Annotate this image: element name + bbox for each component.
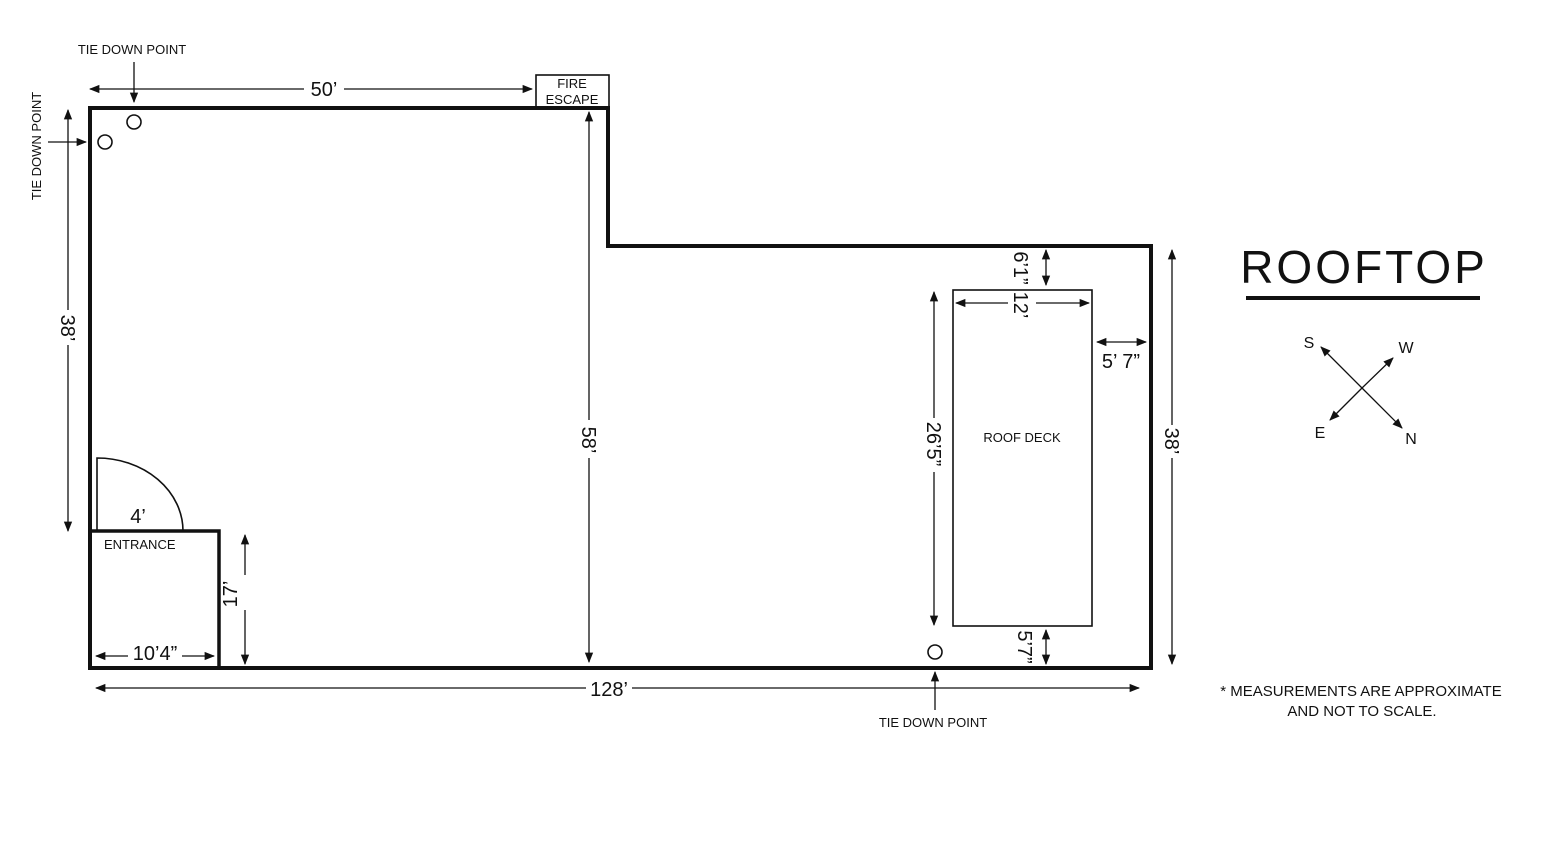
roof-deck-box [952,289,1093,627]
door-width-label: 4’ [130,506,146,528]
fire-escape-label-1: FIRE [557,76,587,91]
compass-s: S [1304,335,1315,352]
tie-down-top-label: TIE DOWN POINT [78,42,186,57]
dim-deck-height-label: 26’5” [922,422,944,466]
entrance-label: ENTRANCE [104,537,176,552]
fire-escape-label-2: ESCAPE [546,92,599,107]
tie-down-point-bottom [927,644,943,660]
compass-w: W [1398,340,1414,357]
compass-e: E [1315,425,1326,442]
dim-top-width-label: 50’ [311,79,338,101]
tie-down-bottom-label: TIE DOWN POINT [879,715,987,730]
fire-escape-box [535,74,610,109]
door-swing [96,457,184,532]
entrance-box [88,529,221,670]
dim-left-height-label: 38’ [56,315,78,342]
building-outline [88,106,1153,670]
roof-deck-label: ROOF DECK [983,430,1061,445]
dim-deck-bottom-gap-label: 5’7” [1013,630,1035,663]
compass-icon [1320,346,1403,429]
dim-right-height-label: 38’ [1160,428,1182,455]
compass-n: N [1405,431,1417,448]
tie-down-left-label: TIE DOWN POINT [29,92,44,200]
tie-down-point-left [97,134,113,150]
note-line-2: AND NOT TO SCALE. [1287,703,1436,720]
dim-deck-side-gap-label: 5’ 7” [1102,351,1140,373]
note-line-1: * MEASUREMENTS ARE APPROXIMATE [1220,683,1501,700]
dim-entrance-width-label: 10’4” [133,643,177,665]
dim-mid-height-label: 58’ [577,427,599,454]
page-title: ROOFTOP [1240,241,1488,293]
dim-entrance-height-label: 17’ [220,581,242,608]
dim-deck-width-label: 12’ [1009,292,1031,319]
tie-down-point-top [126,114,142,130]
dim-deck-top-gap-label: 6’1” [1009,251,1031,284]
dim-total-width-label: 128’ [590,679,628,701]
